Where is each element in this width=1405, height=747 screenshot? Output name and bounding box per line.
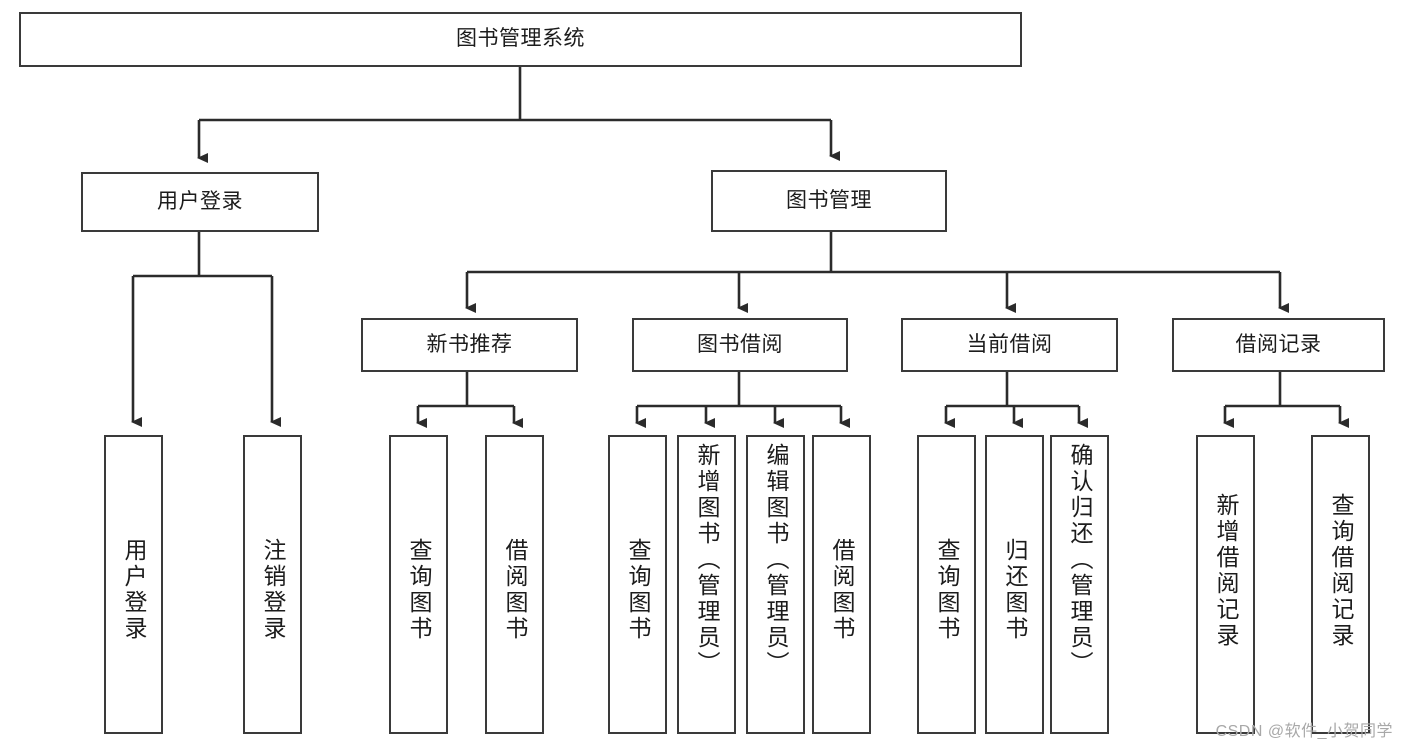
node-leaf-borrow-book-1[interactable]: 借阅图书	[485, 435, 544, 734]
node-new-book-recommend-label: 新书推荐	[426, 332, 513, 356]
node-leaf-edit-book-label: 编辑图书（管理员）	[763, 443, 789, 677]
node-leaf-user-logout[interactable]: 注销登录	[243, 435, 302, 734]
node-leaf-borrow-book-2[interactable]: 借阅图书	[812, 435, 871, 734]
node-leaf-add-book-label: 新增图书（管理员）	[694, 443, 720, 677]
node-leaf-edit-book[interactable]: 编辑图书（管理员）	[746, 435, 805, 734]
node-root-label: 图书管理系统	[456, 27, 585, 51]
node-borrow-record-label: 借阅记录	[1235, 332, 1322, 356]
node-root[interactable]: 图书管理系统	[19, 12, 1022, 67]
node-book-borrow[interactable]: 图书借阅	[632, 318, 848, 372]
node-leaf-user-logout-label: 注销登录	[260, 538, 286, 642]
node-borrow-record[interactable]: 借阅记录	[1172, 318, 1385, 372]
node-leaf-query-book-2-label: 查询图书	[625, 538, 651, 642]
node-book-borrow-label: 图书借阅	[697, 332, 783, 356]
node-leaf-add-record-label: 新增借阅记录	[1213, 493, 1239, 649]
node-leaf-query-book-1-label: 查询图书	[406, 538, 432, 642]
node-leaf-confirm-return-label: 确认归还（管理员）	[1067, 443, 1093, 677]
node-new-book-recommend[interactable]: 新书推荐	[361, 318, 578, 372]
node-leaf-query-book-3[interactable]: 查询图书	[917, 435, 976, 734]
node-user-login-label: 用户登录	[157, 189, 243, 213]
node-leaf-borrow-book-2-label: 借阅图书	[829, 538, 855, 642]
node-book-manage-label: 图书管理	[786, 188, 872, 212]
node-leaf-user-login[interactable]: 用户登录	[104, 435, 163, 734]
node-leaf-query-record-label: 查询借阅记录	[1328, 493, 1354, 649]
node-leaf-confirm-return[interactable]: 确认归还（管理员）	[1050, 435, 1109, 734]
node-leaf-query-book-2[interactable]: 查询图书	[608, 435, 667, 734]
node-leaf-query-record[interactable]: 查询借阅记录	[1311, 435, 1370, 734]
watermark-text: CSDN @软件_小贺同学	[1215, 723, 1393, 740]
node-leaf-return-book-label: 归还图书	[1002, 538, 1028, 642]
node-leaf-return-book[interactable]: 归还图书	[985, 435, 1044, 734]
node-leaf-user-login-label: 用户登录	[121, 538, 147, 642]
node-leaf-add-record[interactable]: 新增借阅记录	[1196, 435, 1255, 734]
node-book-manage[interactable]: 图书管理	[711, 170, 947, 232]
node-user-login[interactable]: 用户登录	[81, 172, 319, 232]
node-leaf-add-book[interactable]: 新增图书（管理员）	[677, 435, 736, 734]
node-current-borrow[interactable]: 当前借阅	[901, 318, 1118, 372]
node-leaf-borrow-book-1-label: 借阅图书	[502, 538, 528, 642]
node-current-borrow-label: 当前借阅	[966, 332, 1053, 356]
node-leaf-query-book-1[interactable]: 查询图书	[389, 435, 448, 734]
node-leaf-query-book-3-label: 查询图书	[934, 538, 960, 642]
